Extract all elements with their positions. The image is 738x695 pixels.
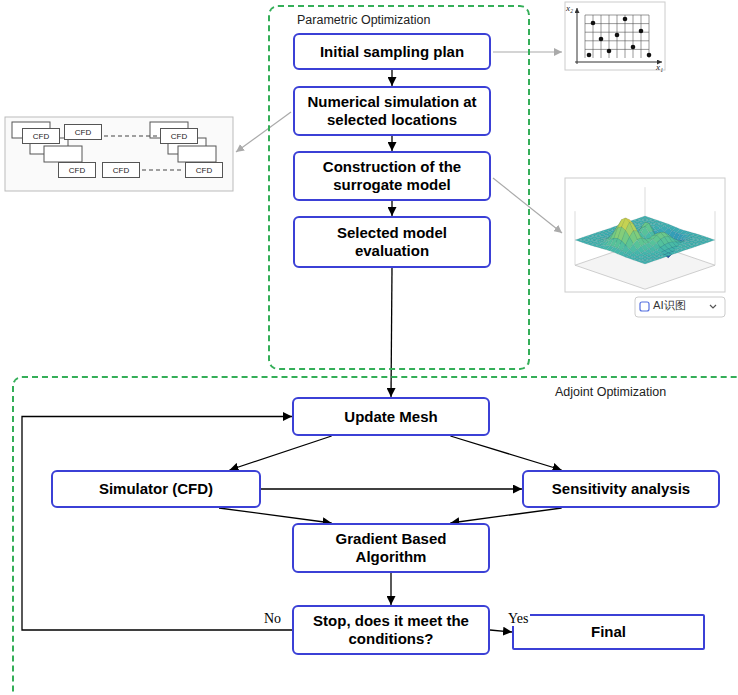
region-title: Parametric Optimization xyxy=(297,13,430,27)
node-text: Final xyxy=(591,623,626,641)
grid-line xyxy=(585,49,649,50)
ai-icon xyxy=(640,302,649,311)
connectors xyxy=(22,70,562,632)
sample-point xyxy=(591,21,596,26)
sample-point xyxy=(615,33,620,38)
axis-label: x₂ xyxy=(566,4,573,14)
sample-point xyxy=(607,49,612,54)
grid-line xyxy=(649,15,650,58)
leader-arrow xyxy=(493,178,562,233)
decision-box: Stop, does it meet the conditions? xyxy=(292,605,490,655)
node-text: CFD xyxy=(113,166,129,175)
flow-arrow xyxy=(230,436,332,470)
node-text: Selected model evaluation xyxy=(303,224,481,260)
flow-arrow xyxy=(390,573,391,605)
grid-line xyxy=(625,15,626,58)
process-box: Simulator (CFD) xyxy=(51,470,261,508)
sample-point xyxy=(631,45,636,50)
grid-line xyxy=(601,15,602,58)
sample-point xyxy=(639,29,644,34)
process-box: Sensitivity analysis xyxy=(522,470,720,508)
flow-arrow xyxy=(219,508,332,523)
adjoint-region: Adjoint OptimizationUpdate MeshSimulator… xyxy=(12,376,738,695)
sampling-frame xyxy=(565,2,665,70)
node-text: Stop, does it meet the conditions? xyxy=(302,612,480,648)
cfd-box: CFD xyxy=(22,128,60,144)
process-box: Construction of the surrogate model xyxy=(293,151,491,201)
node-text: CFD xyxy=(33,132,49,141)
cfd-box-outline xyxy=(178,146,216,162)
surface-patch xyxy=(641,261,649,264)
flow-arrow xyxy=(450,436,561,470)
node-text: Gradient Based Algorithm xyxy=(302,530,480,566)
sample-point xyxy=(599,37,604,42)
node-text: CFD xyxy=(171,132,187,141)
axis-line xyxy=(575,62,662,63)
plot-axis-edge xyxy=(575,211,576,265)
axis-line xyxy=(577,8,578,64)
sample-point xyxy=(647,53,652,58)
flow-arrow xyxy=(490,630,512,632)
grid-line xyxy=(641,15,642,58)
parametric-region: Parametric OptimizationInitial sampling … xyxy=(268,5,530,370)
flow-arrow xyxy=(450,508,561,523)
process-box: Gradient Based Algorithm xyxy=(292,523,490,573)
plot-floor xyxy=(575,241,715,289)
grid-line xyxy=(633,15,634,58)
sample-point xyxy=(587,53,592,58)
axis-label: x₁ xyxy=(656,63,663,73)
flow-arrow xyxy=(261,488,522,489)
chevron-icon xyxy=(710,305,716,308)
sampling-grid xyxy=(585,15,649,58)
region-title: Adjoint Optimization xyxy=(555,385,666,399)
leader-arrow xyxy=(493,51,562,52)
cfd-frame xyxy=(5,117,233,191)
cfd-box-outline xyxy=(44,146,82,162)
flow-arrow xyxy=(22,417,292,631)
node-text: Simulator (CFD) xyxy=(99,480,213,498)
surface-frame xyxy=(565,178,725,292)
grid-line xyxy=(585,15,586,58)
node-text: CFD xyxy=(75,128,91,137)
flow-arrow xyxy=(391,136,392,151)
ai-button xyxy=(635,297,725,317)
process-box: Selected model evaluation xyxy=(293,216,491,268)
cfd-dash-line xyxy=(104,136,158,137)
cfd-box: CFD xyxy=(64,124,102,140)
edge-label: No xyxy=(262,611,283,626)
node-text: Numerical simulation at selected locatio… xyxy=(303,93,481,129)
cfd-box: CFD xyxy=(58,162,96,178)
plot-axis-edge xyxy=(715,211,716,265)
node-text: Construction of the surrogate model xyxy=(303,158,481,194)
process-box: Initial sampling plan xyxy=(293,33,491,70)
node-text: Sensitivity analysis xyxy=(552,480,690,498)
node-text: CFD xyxy=(196,166,212,175)
node-text: CFD xyxy=(69,166,85,175)
final-box: Final xyxy=(512,614,705,650)
flow-arrow xyxy=(391,201,392,216)
cfd-box: CFD xyxy=(160,128,198,144)
cfd-box: CFD xyxy=(102,162,140,178)
node-text: Update Mesh xyxy=(344,408,437,426)
sample-point xyxy=(623,17,628,22)
node-text: Initial sampling plan xyxy=(320,43,464,61)
cfd-stack xyxy=(12,122,216,162)
process-box: Numerical simulation at selected locatio… xyxy=(293,86,491,136)
process-box: Update Mesh xyxy=(292,397,490,436)
edge-label: Yes xyxy=(506,611,530,626)
grid-line xyxy=(585,15,649,16)
surface-plot xyxy=(575,187,715,289)
sample-points xyxy=(587,17,652,58)
cfd-dash-line xyxy=(142,170,183,171)
flow-arrow xyxy=(391,70,392,86)
grid-line xyxy=(585,40,649,41)
cfd-box: CFD xyxy=(185,162,223,178)
leader-arrow xyxy=(236,112,291,152)
watermark-button-text: AI识图 xyxy=(653,300,686,312)
